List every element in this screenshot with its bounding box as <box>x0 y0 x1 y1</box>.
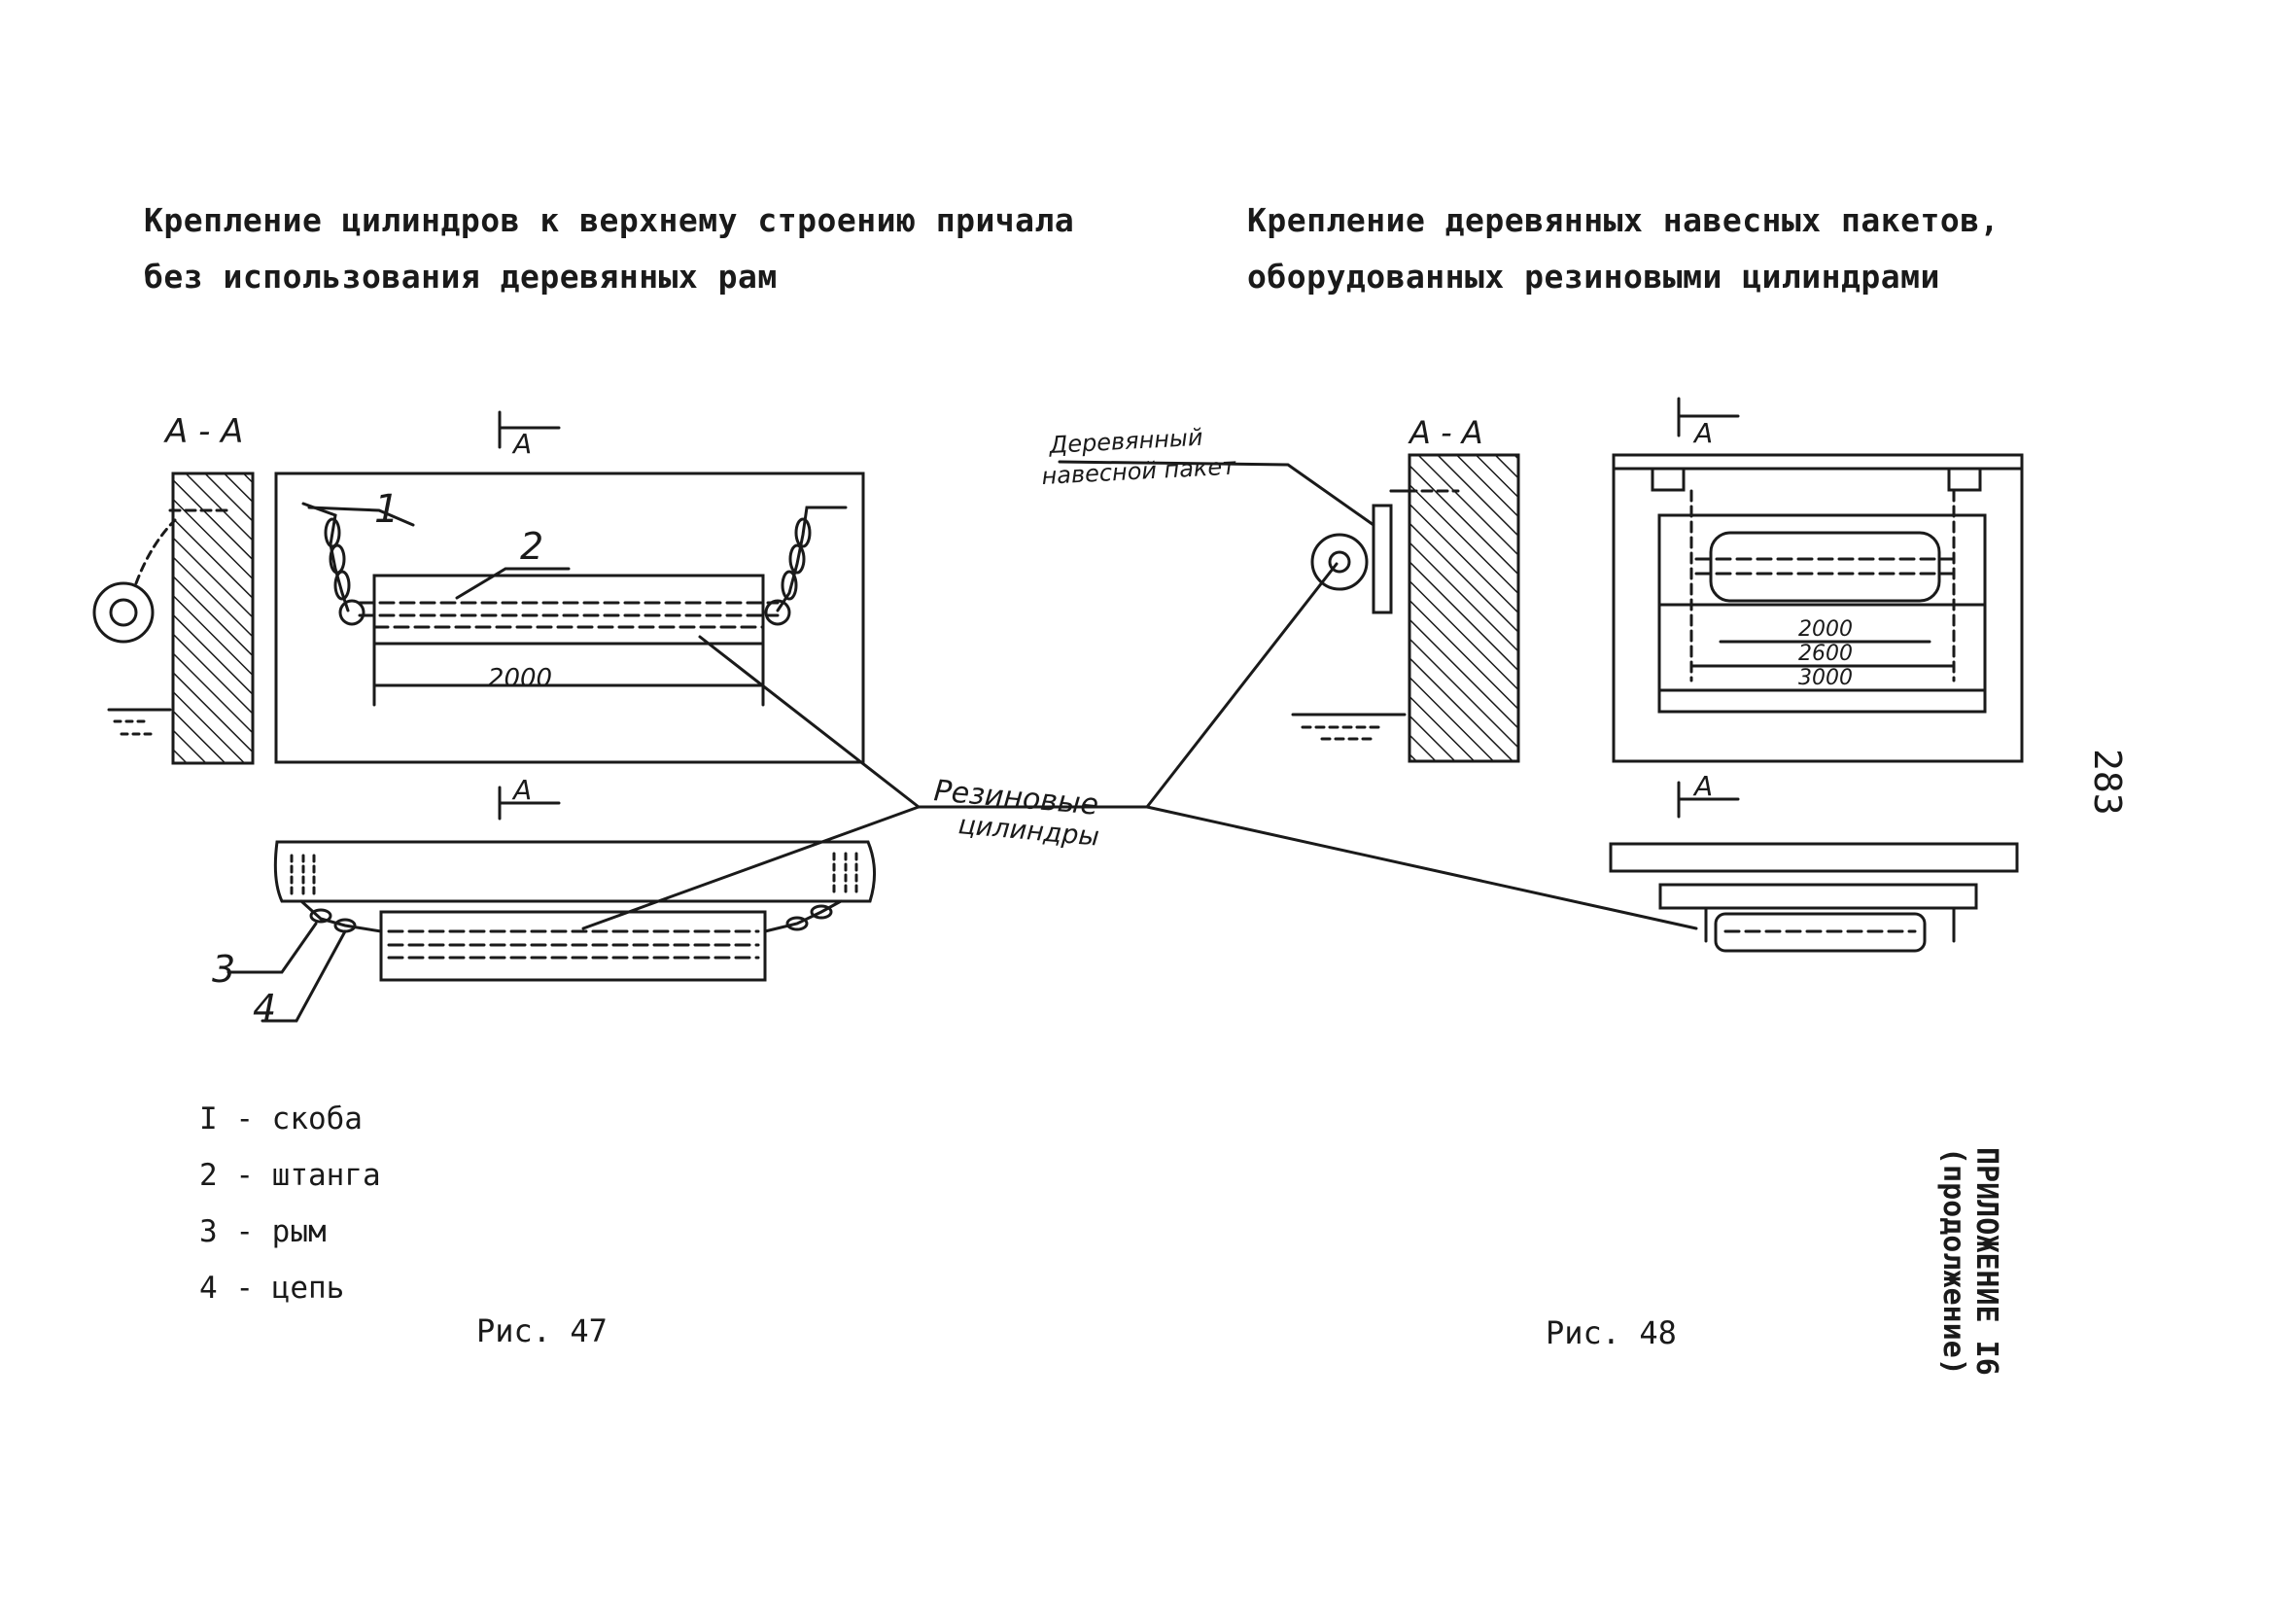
chain-front-left <box>299 899 383 933</box>
callout-4-leader <box>261 929 347 1023</box>
fig48-section-aa <box>1058 453 1520 763</box>
wooden-pack-plan <box>1657 513 1987 714</box>
fig47-legend: I - скоба 2 - штанга 3 - рым 4 - цепь <box>199 1091 381 1316</box>
appendix-title: ПРИЛОЖЕНИЕ I6 <box>1969 1147 2003 1376</box>
callout-2: 2 <box>520 525 543 568</box>
fig47-title-line1: Крепление цилиндров к верхнему строению … <box>144 201 1075 239</box>
page-number: 283 <box>2086 749 2129 816</box>
fig48-plan-view <box>1612 397 2024 819</box>
legend-item-1: I - скоба <box>199 1101 363 1136</box>
fig47-dimension: 2000 <box>488 664 552 693</box>
fig48-dimension-3000: 3000 <box>1798 666 1853 690</box>
fig48-title-line1: Крепление деревянных навесных пакетов, <box>1247 201 2000 239</box>
fig47-section-aa <box>92 472 255 765</box>
rubber-cylinder-section <box>92 581 155 644</box>
cylinder-core <box>109 598 138 627</box>
berth-wall-hatch <box>171 472 255 765</box>
fig47-section-mark-top: А <box>511 428 532 460</box>
fig47-title-line2: без использования деревянных рам <box>144 258 778 296</box>
fig48-title-line2: оборудованных резиновыми цилиндрами <box>1247 258 1940 296</box>
fig47-plan-view <box>274 410 865 764</box>
legend-item-2: 2 - штанга <box>199 1158 381 1193</box>
callout-4: 4 <box>253 987 276 1030</box>
callout-2-leader <box>455 567 571 600</box>
rubber-cylinder-plan-48 <box>1709 531 1941 603</box>
rubber-cylinder-plan <box>372 574 765 646</box>
rubber-cylinder-leaders <box>581 562 1698 930</box>
berth-front-outline-48 <box>1612 453 2024 763</box>
appendix-side-text: ПРИЛОЖЕНИЕ I6 (продолжение) <box>1896 1147 2003 1381</box>
cap-beam-48 <box>1609 842 2019 873</box>
fig48-dimension-2600: 2600 <box>1798 642 1853 666</box>
fig47-caption: Рис. 47 <box>476 1312 608 1349</box>
berth-front-outline <box>274 472 865 764</box>
chain-right <box>776 506 848 612</box>
fig47-title: Крепление цилиндров к верхнему строению … <box>144 192 1074 305</box>
callout-3: 3 <box>212 948 235 991</box>
callout-3-leader <box>226 922 318 974</box>
fig48-section-label: А - А <box>1408 414 1483 451</box>
fig47-section-mark-bottom: А <box>511 774 532 806</box>
fig47-section-label: А - А <box>163 412 243 451</box>
berth-cap-beam <box>273 840 876 903</box>
rubber-cylinder-front <box>379 910 767 982</box>
fig48-dimension-2000: 2000 <box>1798 617 1853 642</box>
wooden-pack-label-line1: Деревянный <box>1048 424 1203 459</box>
callout-1: 1 <box>374 487 399 532</box>
rubber-cylinder-front-48 <box>1714 912 1927 953</box>
fig47-front-view <box>226 786 876 1023</box>
fig48-title: Крепление деревянных навесных пакетов, о… <box>1247 192 2000 305</box>
chain-front-right <box>763 899 843 933</box>
wooden-pack-front <box>1658 883 1978 910</box>
berth-wall-hatch-48 <box>1408 453 1520 763</box>
callout-1-leader <box>307 506 415 527</box>
fig48-section-mark-bottom: А <box>1692 770 1713 802</box>
drawing-labels: А - А А А 2000 1 2 3 4 Резиновые цилиндр… <box>163 412 1853 1030</box>
legend-item-4: 4 - цепь <box>199 1271 345 1306</box>
rubber-cylinder-section-48 <box>1310 533 1369 591</box>
appendix-subtitle: (продолжение) <box>1936 1147 1970 1376</box>
wooden-pack-section <box>1372 504 1393 614</box>
fig48-section-mark-top: А <box>1692 417 1713 449</box>
wooden-pack-label-line2: навесной пакет <box>1041 453 1237 490</box>
fig48-caption: Рис. 48 <box>1546 1314 1677 1351</box>
wooden-pack-leader <box>1058 460 1375 527</box>
chain-left <box>301 502 350 612</box>
fig48-front-view <box>1609 842 2019 953</box>
legend-item-3: 3 - рым <box>199 1214 327 1249</box>
